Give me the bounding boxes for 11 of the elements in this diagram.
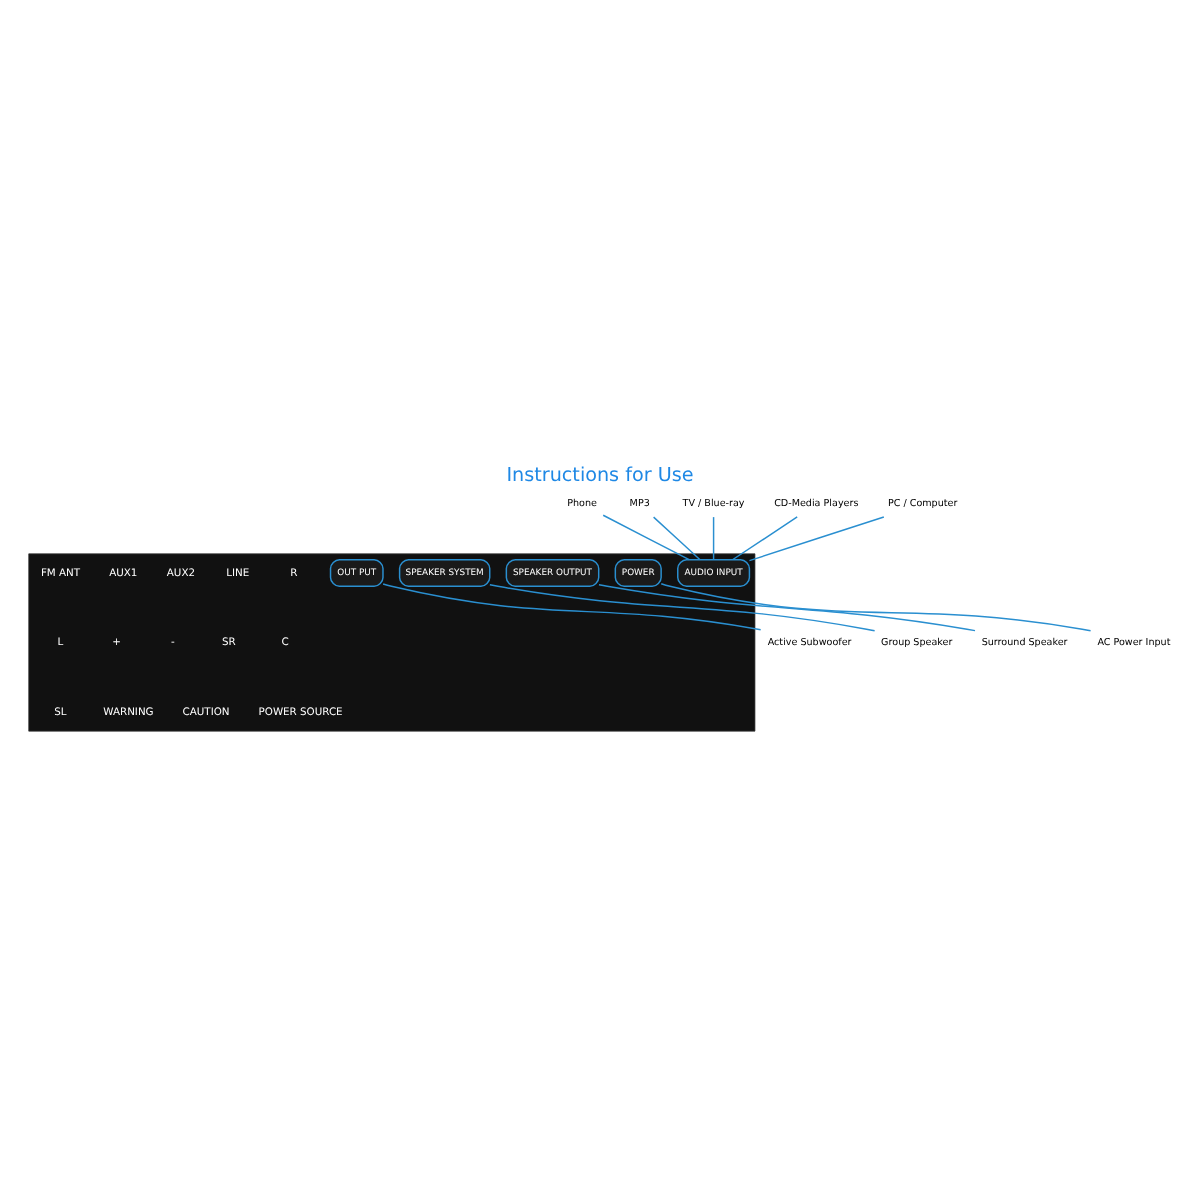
cluster (28, 553, 756, 732)
connector (382, 583, 762, 631)
connector (660, 582, 1092, 632)
connector (732, 516, 798, 561)
diagram-title: Instructions for Use (506, 465, 694, 488)
connector (602, 514, 690, 561)
connector (489, 584, 876, 632)
connector (748, 516, 885, 562)
connector (598, 584, 976, 632)
connector (712, 516, 715, 561)
connector (652, 516, 701, 561)
